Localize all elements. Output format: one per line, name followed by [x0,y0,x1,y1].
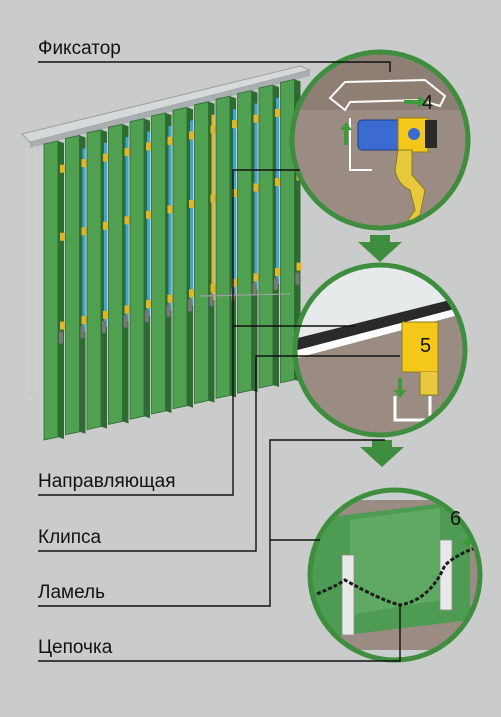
step-number-5: 5 [420,335,432,357]
label-fiksator: Фиксатор [38,38,121,59]
step-number-4: 4 [422,92,434,114]
lamellae-group [43,78,302,441]
lamella [108,123,130,425]
leader-lamel [38,439,385,607]
step-number-6: 6 [450,508,462,530]
leader-lines [38,61,401,662]
lamella [172,106,194,410]
detail-circle-step6 [307,487,483,663]
label-napravlyayushchaya: Направляющая [38,471,176,492]
leader-napravlyayushchaya [38,169,300,496]
control-cord [26,146,36,400]
guide-rail-line [199,293,291,297]
lamella [129,118,151,420]
detail-circle-step5 [292,262,468,438]
label-klipsa: Клипса [38,527,102,548]
lamella [65,134,87,436]
lamella [215,95,237,399]
lamella [43,140,65,441]
lamella [86,129,108,431]
lamella [258,84,280,389]
label-cepochka: Цепочка [38,637,113,658]
top-rail [21,65,312,148]
leader-cepochka [38,605,401,662]
leader-klipsa [38,355,400,552]
lamella [151,112,173,415]
leader-fiksator [38,61,391,72]
lamella [194,101,216,405]
label-lamel: Ламель [38,582,106,603]
lamella [237,90,259,394]
flow-arrows [358,235,404,467]
detail-circle-step4 [289,49,471,231]
